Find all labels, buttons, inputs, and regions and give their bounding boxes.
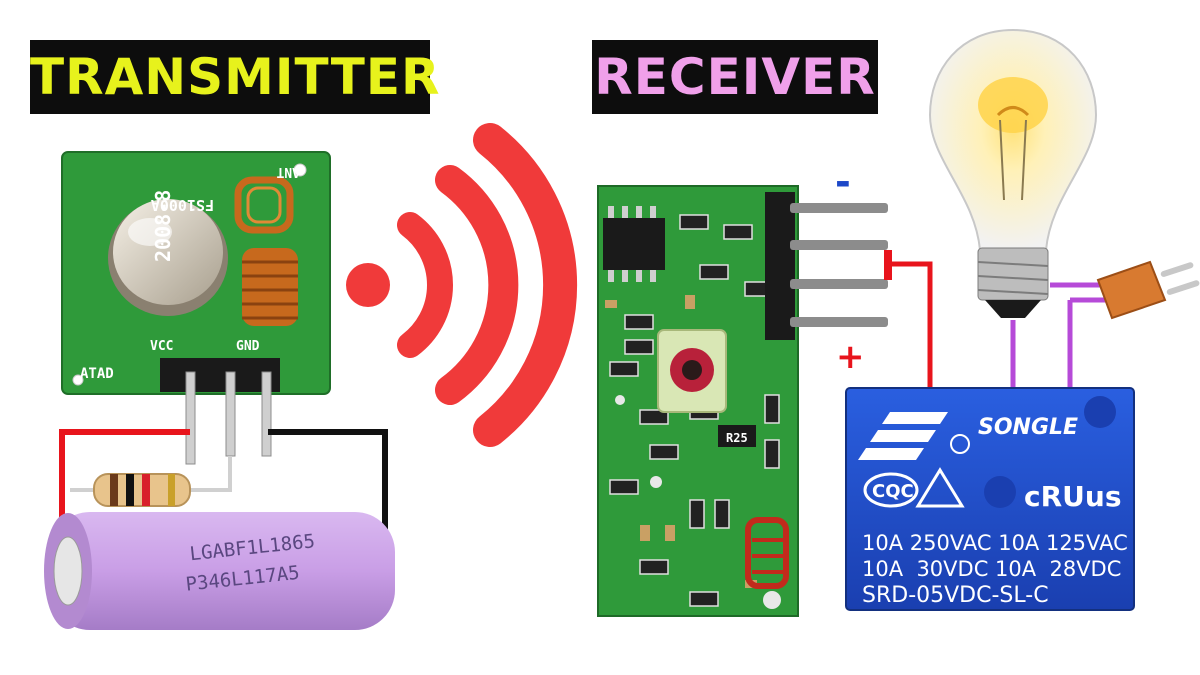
battery: LGABF1L1865 P346L117A5	[44, 512, 395, 630]
tx-pin-vcc-label: VCC	[150, 339, 173, 354]
antenna-coil	[234, 176, 298, 326]
tx-date-label: 2008-8	[151, 190, 175, 262]
relay-cert-cqc: CQC	[872, 481, 914, 502]
tx-pin-gnd-label: GND	[236, 339, 260, 354]
saw-resonator	[108, 199, 228, 316]
receiver-positive-label: +	[836, 337, 865, 377]
signal-wire	[888, 261, 933, 390]
relay-cert-ul: cRUus	[1024, 480, 1122, 513]
cqc-mark-icon: CQC	[863, 472, 919, 508]
load-wiring	[1010, 282, 1110, 390]
tuning-coil	[657, 329, 727, 413]
relay-rating-line2: 10A 30VDC 10A 28VDC	[862, 557, 1121, 581]
warning-triangle-icon	[915, 467, 965, 508]
resistor	[93, 473, 191, 507]
rx-component-label: R25	[726, 431, 748, 445]
receiver-title: RECEIVER	[592, 40, 878, 114]
wireless-signal-icon	[346, 123, 578, 447]
tx-model-label: FS1000A	[151, 196, 214, 214]
songle-logo-icon	[858, 412, 970, 460]
receiver-module: R25 - +	[597, 160, 888, 617]
transmitter-title: TRANSMITTER	[30, 40, 440, 114]
transmitter-module: FS1000A 2008-8 ANT ATAD VCC GND	[61, 151, 331, 465]
relay-model: SRD-05VDC-SL-C	[862, 583, 1049, 608]
tx-ant-label: ANT	[276, 164, 300, 179]
relay-brand: SONGLE	[978, 415, 1078, 440]
relay-rating-line1: 10A 250VAC 10A 125VAC	[862, 531, 1128, 555]
light-bulb-icon	[928, 28, 1098, 318]
receiver-negative-label: -	[835, 160, 851, 204]
relay-module: SONGLE CQC cRUus 10A 250VAC 10A 125VAC 1…	[845, 387, 1135, 611]
signal-wire-clip	[884, 250, 892, 280]
tx-pin-data-label: ATAD	[80, 366, 114, 382]
receiver-antenna-coil	[745, 517, 789, 589]
power-plug-icon	[1096, 260, 1200, 320]
